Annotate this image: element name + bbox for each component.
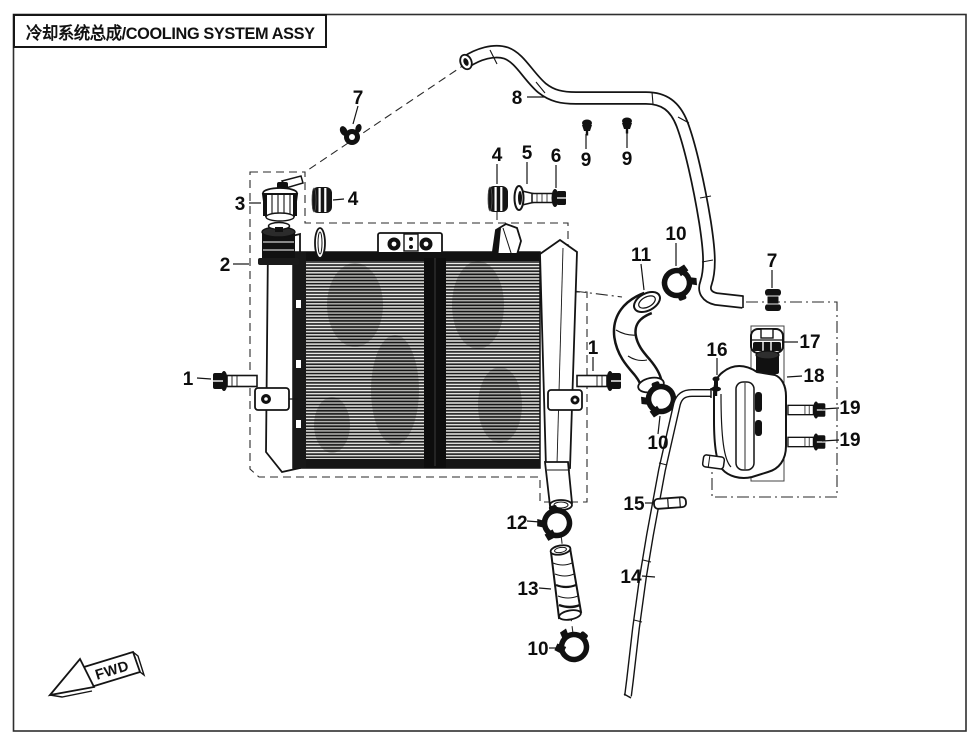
bracket-bolt — [531, 189, 566, 207]
callout-4-grommet-b: 4 — [492, 145, 503, 166]
page-border — [12, 13, 967, 732]
rubber-grommet-left — [311, 186, 333, 214]
hose-clamp-10-top — [660, 262, 702, 304]
callout-labels: 7 8 9 9 3 4 2 4 5 6 1 1 11 10 7 17 18 16… — [183, 88, 861, 660]
callout-7-clip: 7 — [353, 88, 364, 109]
phantom-line-hose11 — [573, 290, 623, 298]
radiator-filler-neck — [258, 226, 299, 265]
radiator-outlet-hose-11 — [612, 291, 665, 394]
callout-16-pin: 16 — [706, 340, 727, 361]
reservoir-cap-17 — [750, 328, 784, 354]
callout-3-cap: 3 — [235, 194, 246, 215]
radiator-left-mount — [254, 387, 298, 411]
radiator-assy-boundary — [249, 171, 588, 503]
hose-clip-7 — [339, 123, 362, 145]
callout-9-clip-b: 9 — [622, 149, 633, 170]
callout-1-bolt-left: 1 — [183, 369, 194, 390]
leader-lines — [196, 96, 840, 649]
overflow-tube-14 — [623, 388, 712, 699]
grommet-7-right — [764, 288, 782, 312]
radiator-right-mount — [547, 389, 583, 411]
mount-bolt-1-right — [576, 370, 622, 392]
radiator-outlet — [543, 461, 573, 511]
callout-10-clamp-bot: 10 — [527, 639, 548, 660]
callout-19-bolt-a: 19 — [839, 398, 860, 419]
radiator-right-tank — [539, 238, 578, 469]
reservoir-tank-18 — [701, 365, 787, 479]
reservoir-bolt-19a — [787, 400, 827, 420]
radiator-assembly — [254, 223, 583, 511]
hose-clip-9b — [622, 117, 632, 134]
radiator-top-right-bracket — [488, 223, 524, 260]
radiator-top-bracket — [376, 232, 446, 258]
hose-clip-9a — [582, 119, 592, 136]
cap-seal — [267, 221, 291, 232]
callout-6-bolt: 6 — [551, 146, 562, 167]
mount-bolt-1-left — [212, 370, 258, 392]
callout-2-radiator: 2 — [220, 255, 231, 276]
callout-10-clamp-mid: 10 — [647, 433, 668, 454]
page-title: 冷却系统总成/COOLING SYSTEM ASSY — [25, 23, 315, 43]
clip-pin-16 — [711, 376, 721, 396]
tube-clip-15 — [653, 496, 687, 510]
mounting-post — [314, 227, 326, 259]
lower-hose-13 — [549, 544, 583, 621]
radiator-cap — [261, 175, 304, 222]
radiator-core — [292, 251, 541, 469]
callout-8-hose: 8 — [512, 88, 523, 109]
fwd-direction-marker: FWD — [47, 650, 146, 698]
callout-7-grommet: 7 — [767, 251, 778, 272]
rubber-grommet-top — [487, 185, 509, 213]
callout-1-bolt-right: 1 — [588, 338, 599, 359]
callout-17-cap: 17 — [799, 332, 820, 353]
callout-5-collar: 5 — [522, 143, 533, 164]
callout-10-clamp-top: 10 — [665, 224, 686, 245]
callout-9-clip-a: 9 — [581, 150, 592, 171]
title-box: 冷却系统总成/COOLING SYSTEM ASSY — [13, 14, 327, 48]
reservoir-neck — [755, 350, 780, 374]
callout-18-tank: 18 — [803, 366, 824, 387]
callout-14-tube: 14 — [620, 567, 642, 588]
callout-15-clip: 15 — [623, 494, 645, 515]
callout-12-clamp: 12 — [506, 513, 527, 534]
callout-11-hose: 11 — [631, 245, 652, 266]
reservoir-bolt-19b — [787, 432, 827, 452]
reservoir-boundary — [711, 301, 838, 498]
upper-hose-8 — [459, 44, 744, 309]
callout-19-bolt-b: 19 — [839, 430, 860, 451]
callout-4-grommet-a: 4 — [348, 189, 359, 210]
phantom-line-hose-to-cap — [304, 62, 468, 173]
callout-13-hose: 13 — [517, 579, 538, 600]
